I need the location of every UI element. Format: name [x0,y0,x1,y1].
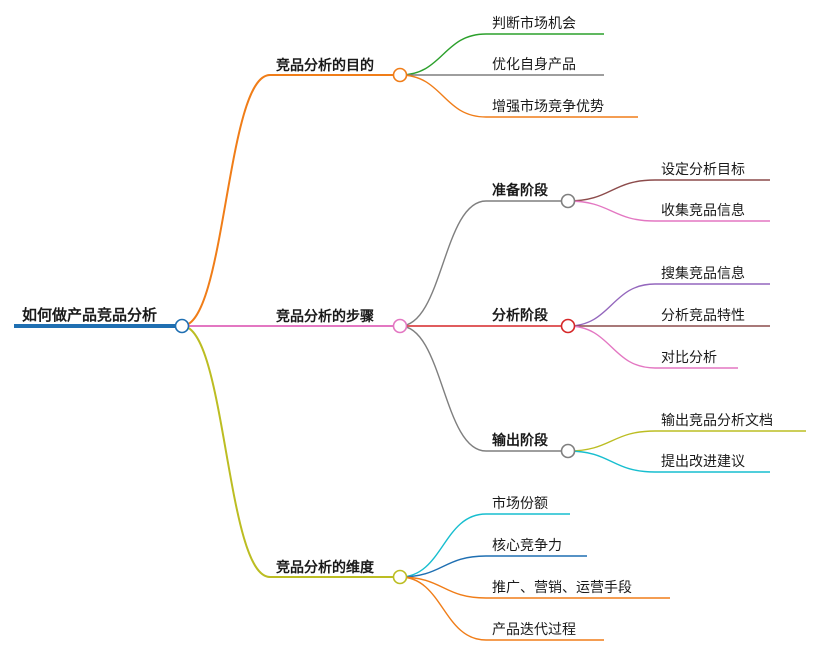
connector-branch-to-child [399,513,487,578]
leaf-topic[interactable]: 提出改进建议 [661,454,745,470]
connector-branch-to-child [399,33,487,76]
branch-topic[interactable]: 竞品分析的维度 [276,559,375,576]
leaf-topic[interactable]: 市场份额 [492,495,548,512]
connector-child-to-leaf [567,283,656,327]
leaf-topic[interactable]: 设定分析目标 [661,162,745,178]
collapse-toggle[interactable] [174,318,190,334]
leaf-topic[interactable]: 核心竞争力 [492,537,562,554]
connector-branch-to-child [399,576,487,641]
leaf-topic[interactable]: 分析竞品特性 [661,307,745,324]
connector-branch-to-child [399,200,487,327]
connector-branch-to-child [399,74,487,118]
connector-branch-to-child [399,576,487,599]
collapse-toggle[interactable] [560,193,576,209]
branch-topic[interactable]: 竞品分析的步骤 [276,308,374,325]
leaf-topic[interactable]: 对比分析 [661,350,717,366]
connector-root-to-branch [181,74,271,327]
leaf-topic[interactable]: 判断市场机会 [492,15,576,32]
connector-child-to-leaf [567,430,656,452]
leaf-topic[interactable]: 推广、营销、运营手段 [492,580,632,596]
connector-child-to-leaf [567,450,656,473]
leaf-topic[interactable]: 搜集竞品信息 [661,265,745,282]
subtopic[interactable]: 准备阶段 [492,182,548,199]
collapse-toggle[interactable] [392,67,408,83]
leaf-topic[interactable]: 输出竞品分析文档 [661,412,773,429]
collapse-toggle[interactable] [560,318,576,334]
collapse-toggle[interactable] [392,318,408,334]
connector-root-to-branch [181,325,271,578]
connector-child-to-leaf [567,325,656,369]
connector-branch-to-child [399,555,487,578]
subtopic[interactable]: 分析阶段 [492,307,548,324]
collapse-toggle[interactable] [560,443,576,459]
branch-topic[interactable]: 竞品分析的目的 [276,57,374,74]
connector-child-to-leaf [567,200,656,222]
connector-branch-to-child [399,325,487,452]
leaf-topic[interactable]: 产品迭代过程 [492,622,576,638]
leaf-topic[interactable]: 收集竞品信息 [661,202,745,219]
subtopic[interactable]: 输出阶段 [492,432,548,449]
root-topic[interactable]: 如何做产品竞品分析 [22,306,157,324]
connector-child-to-leaf [567,179,656,202]
leaf-topic[interactable]: 增强市场竞争优势 [492,98,604,115]
leaf-topic[interactable]: 优化自身产品 [492,57,576,73]
collapse-toggle[interactable] [392,569,408,585]
